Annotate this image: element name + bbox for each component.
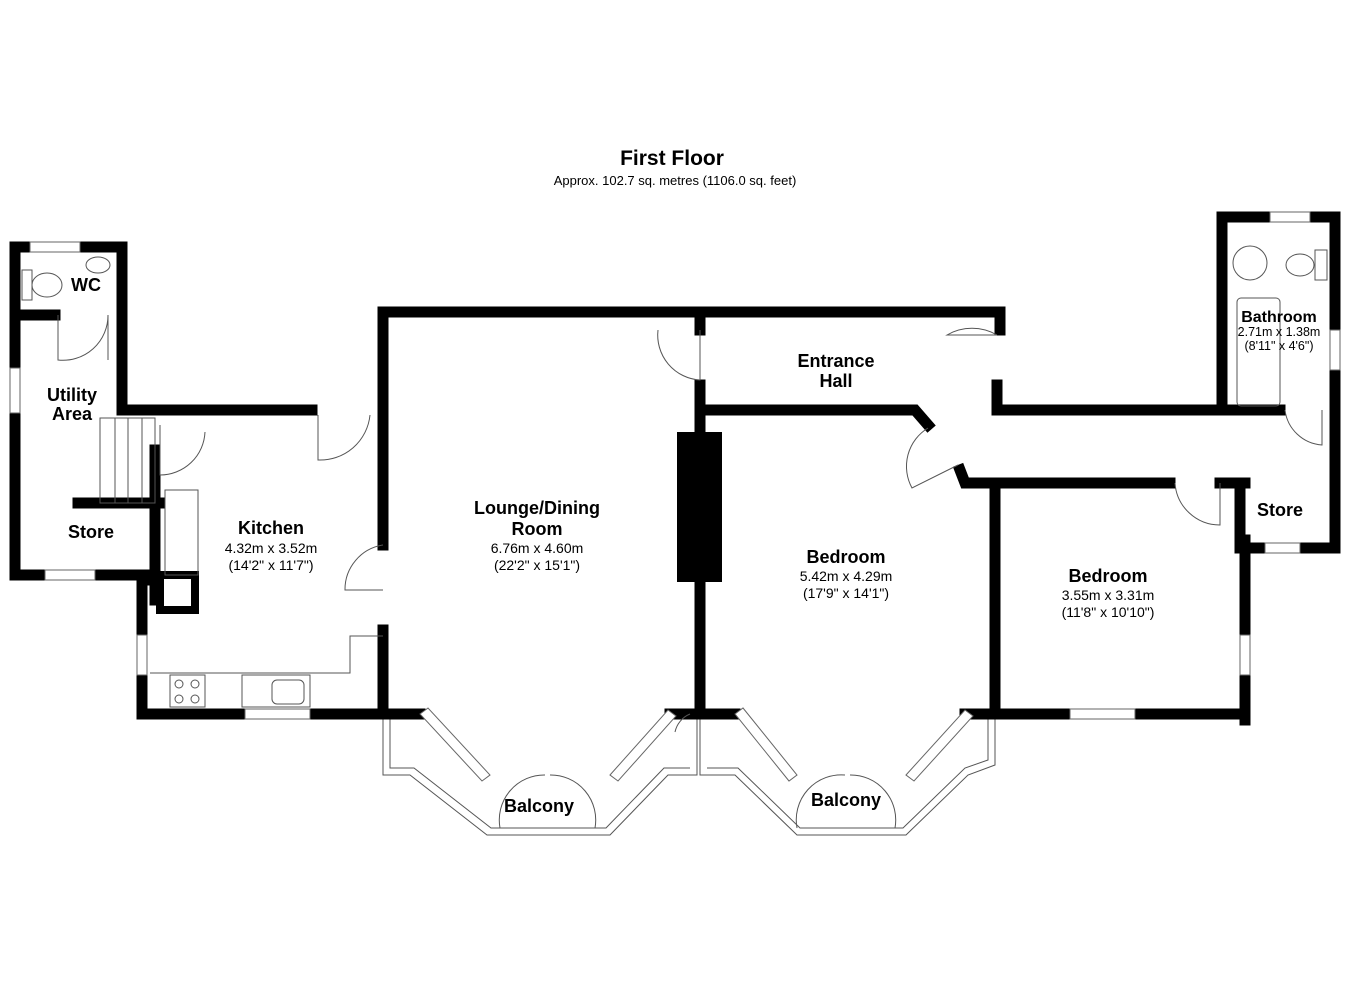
balcony-outline-left — [382, 714, 698, 836]
room-label-bedroom-1: Bedroom — [806, 547, 885, 567]
kitchen-metric: 4.32m x 3.52m — [225, 540, 318, 556]
floor-title: First Floor — [620, 147, 724, 170]
fixtures — [21, 245, 1328, 708]
windows — [9, 211, 1341, 782]
floor-area: Approx. 102.7 sq. metres (1106.0 sq. fee… — [554, 173, 797, 188]
room-label-entrance-2: Hall — [819, 371, 852, 391]
kitchen-imperial: (14'2" x 11'7") — [228, 557, 313, 573]
bedroom-1-imperial: (17'9" x 14'1") — [803, 585, 889, 601]
room-label-store-right: Store — [1257, 500, 1303, 520]
bedroom-1-metric: 5.42m x 4.29m — [800, 568, 893, 584]
doors — [57, 314, 1323, 829]
lounge-imperial: (22'2" x 15'1") — [494, 557, 580, 573]
lounge-metric: 6.76m x 4.60m — [491, 540, 584, 556]
room-label-store-left: Store — [68, 522, 114, 542]
chimney-breast — [677, 432, 722, 582]
room-label-balcony-left: Balcony — [504, 796, 574, 816]
room-label-lounge-2: Room — [512, 519, 563, 539]
bedroom-2-imperial: (11'8" x 10'10") — [1062, 604, 1155, 620]
bedroom-2-metric: 3.55m x 3.31m — [1062, 587, 1155, 603]
bathroom-imperial: (8'11" x 4'6") — [1244, 339, 1313, 353]
room-label-bedroom-2: Bedroom — [1068, 566, 1147, 586]
room-label-lounge-1: Lounge/Dining — [474, 498, 600, 518]
room-label-bathroom: Bathroom — [1241, 309, 1317, 326]
balcony-outline-right — [699, 714, 996, 836]
room-label-entrance-1: Entrance — [797, 351, 874, 371]
room-label-wc: WC — [71, 275, 101, 295]
room-label-utility-2: Area — [52, 404, 93, 424]
room-label-balcony-right: Balcony — [811, 790, 881, 810]
room-label-kitchen: Kitchen — [238, 518, 304, 538]
bathroom-metric: 2.71m x 1.38m — [1238, 325, 1321, 339]
walls — [9, 211, 1341, 726]
room-label-utility-1: Utility — [47, 385, 97, 405]
